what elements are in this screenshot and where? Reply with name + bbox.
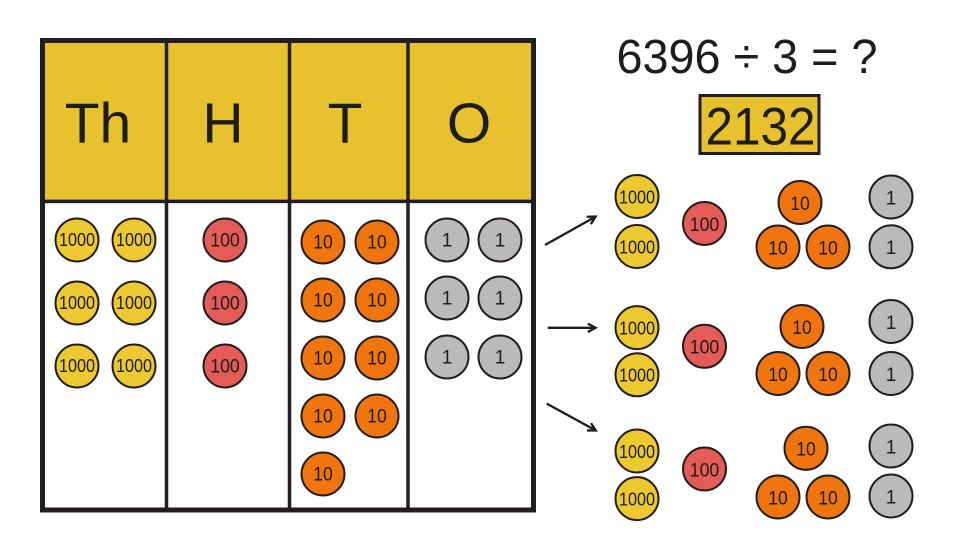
svg-text:1000: 1000	[619, 366, 655, 386]
svg-text:1000: 1000	[116, 230, 152, 250]
svg-text:1: 1	[886, 437, 897, 458]
svg-text:10: 10	[796, 440, 816, 461]
svg-text:1000: 1000	[59, 356, 95, 376]
svg-text:1000: 1000	[59, 230, 95, 250]
svg-text:10: 10	[792, 318, 812, 339]
svg-text:10: 10	[367, 407, 387, 428]
svg-text:100: 100	[210, 357, 240, 378]
svg-text:1: 1	[495, 348, 506, 369]
svg-text:10: 10	[818, 238, 838, 259]
svg-text:1000: 1000	[619, 187, 655, 207]
svg-text:1000: 1000	[116, 356, 152, 376]
svg-text:10: 10	[313, 349, 333, 370]
svg-text:10: 10	[367, 291, 387, 312]
svg-text:1000: 1000	[116, 293, 152, 313]
svg-text:100: 100	[690, 460, 720, 481]
svg-text:10: 10	[768, 365, 788, 386]
svg-text:2132: 2132	[706, 98, 816, 157]
svg-text:1: 1	[886, 487, 897, 508]
svg-text:100: 100	[690, 215, 720, 236]
svg-text:1: 1	[442, 289, 453, 310]
svg-text:1000: 1000	[59, 293, 95, 313]
svg-text:O: O	[447, 92, 491, 156]
svg-text:10: 10	[768, 488, 788, 509]
svg-text:1000: 1000	[619, 318, 655, 338]
svg-text:10: 10	[313, 291, 333, 312]
svg-text:T: T	[328, 92, 363, 156]
svg-text:1000: 1000	[619, 442, 655, 462]
svg-text:10: 10	[313, 233, 333, 254]
svg-text:1: 1	[886, 238, 897, 259]
svg-text:H: H	[202, 92, 243, 156]
svg-text:1: 1	[442, 231, 453, 252]
svg-text:1: 1	[442, 348, 453, 369]
svg-text:100: 100	[690, 338, 720, 359]
svg-text:1: 1	[886, 365, 897, 386]
svg-text:1000: 1000	[619, 237, 655, 257]
svg-text:1: 1	[495, 289, 506, 310]
svg-text:1: 1	[495, 231, 506, 252]
svg-text:1: 1	[886, 313, 897, 334]
svg-text:100: 100	[210, 231, 240, 252]
svg-text:1000: 1000	[619, 489, 655, 509]
svg-text:10: 10	[313, 465, 333, 486]
svg-text:10: 10	[367, 349, 387, 370]
svg-text:10: 10	[790, 194, 810, 215]
svg-text:6396 ÷ 3 = ?: 6396 ÷ 3 = ?	[617, 30, 878, 84]
svg-text:10: 10	[818, 488, 838, 509]
svg-text:10: 10	[768, 238, 788, 259]
svg-text:10: 10	[367, 233, 387, 254]
svg-text:Th: Th	[65, 92, 132, 156]
svg-text:1: 1	[886, 188, 897, 209]
svg-text:10: 10	[818, 365, 838, 386]
svg-text:10: 10	[313, 407, 333, 428]
svg-text:100: 100	[210, 294, 240, 315]
